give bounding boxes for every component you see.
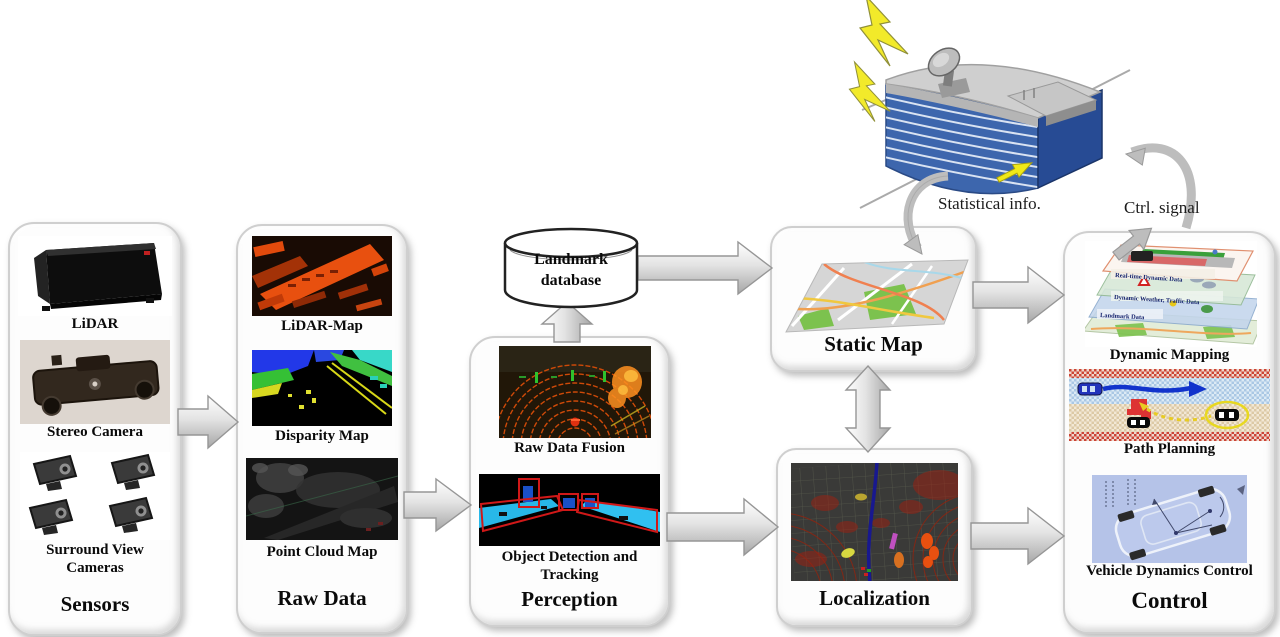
arrow-staticmap-localization-bidirectional <box>844 364 892 454</box>
arrow-perception-to-localization <box>666 497 780 557</box>
object-detection-image <box>479 474 660 546</box>
arrow-staticmap-to-control <box>972 265 1066 325</box>
statistical-info-label: Statistical info. <box>938 194 1041 213</box>
surround-cameras-label: Surround View Cameras <box>46 542 144 576</box>
path-planning-label: Path Planning <box>1123 441 1216 457</box>
static-map-panel: Static Map <box>770 226 977 372</box>
localization-title: Localization <box>819 586 930 610</box>
static-map-image <box>772 240 975 340</box>
realtime-dynamic-layer-label: Real-time Dynamic Data <box>1115 272 1184 284</box>
raw-data-fusion-label: Raw Data Fusion <box>514 440 625 456</box>
sensors-panel: LiDAR Stereo Camera <box>8 222 182 636</box>
perception-panel: Raw Data Fusion Object Detection and Tra… <box>469 336 670 627</box>
surround-cameras-image <box>20 452 170 540</box>
disparity-map-image <box>252 350 392 426</box>
arrow-localization-to-control <box>970 506 1066 566</box>
lightning-bolt-icon <box>848 61 891 123</box>
object-detection-label: Object Detection and Tracking <box>501 549 638 583</box>
point-cloud-map-image <box>246 458 398 540</box>
dish-line <box>861 71 953 111</box>
lidar-map-image <box>252 236 392 316</box>
lightning-bolt-icon <box>859 0 909 67</box>
lidar-map-label: LiDAR-Map <box>281 318 363 334</box>
vehicle-dynamics-image <box>1092 475 1247 563</box>
sensors-title: Sensors <box>60 592 130 616</box>
landmark-data-layer-label: Landmark Data <box>1100 312 1145 321</box>
cloud-server-illustration <box>885 47 1103 195</box>
disparity-map-label: Disparity Map <box>275 428 369 444</box>
ctrl-signal-label: Ctrl. signal <box>1124 198 1200 217</box>
localization-panel: Localization <box>776 448 973 627</box>
localization-image <box>791 463 958 581</box>
static-map-title: Static Map <box>824 332 923 356</box>
arrow-rawdata-to-perception <box>403 477 473 533</box>
uplink-data-arrow <box>996 162 1034 183</box>
dynamic-mapping-image: Landmark Data Dynamic Weather, Traffic D… <box>1085 241 1257 347</box>
lidar-sensor-image <box>18 236 172 316</box>
perception-title: Perception <box>521 587 618 611</box>
path-planning-image <box>1069 369 1270 441</box>
arrow-landmarkdb-to-staticmap <box>637 240 774 296</box>
raw-data-title: Raw Data <box>277 586 367 610</box>
point-cloud-map-label: Point Cloud Map <box>266 544 378 560</box>
vehicle-dynamics-label: Vehicle Dynamics Control <box>1086 563 1253 579</box>
landmark-database-label: Landmark database <box>534 251 608 289</box>
control-panel: Landmark Data Dynamic Weather, Traffic D… <box>1063 231 1276 634</box>
stereo-camera-image <box>20 340 170 424</box>
lidar-label: LiDAR <box>71 316 119 332</box>
arrow-sensors-to-rawdata <box>177 394 240 450</box>
satellite-dish-icon <box>927 47 970 98</box>
control-title: Control <box>1131 588 1208 613</box>
raw-data-fusion-image <box>499 346 651 438</box>
dynamic-mapping-label: Dynamic Mapping <box>1109 347 1230 363</box>
raw-data-panel: LiDAR-Map Disparity Map <box>236 224 408 634</box>
stereo-camera-label: Stereo Camera <box>47 424 143 440</box>
uplink-line <box>859 69 1131 209</box>
